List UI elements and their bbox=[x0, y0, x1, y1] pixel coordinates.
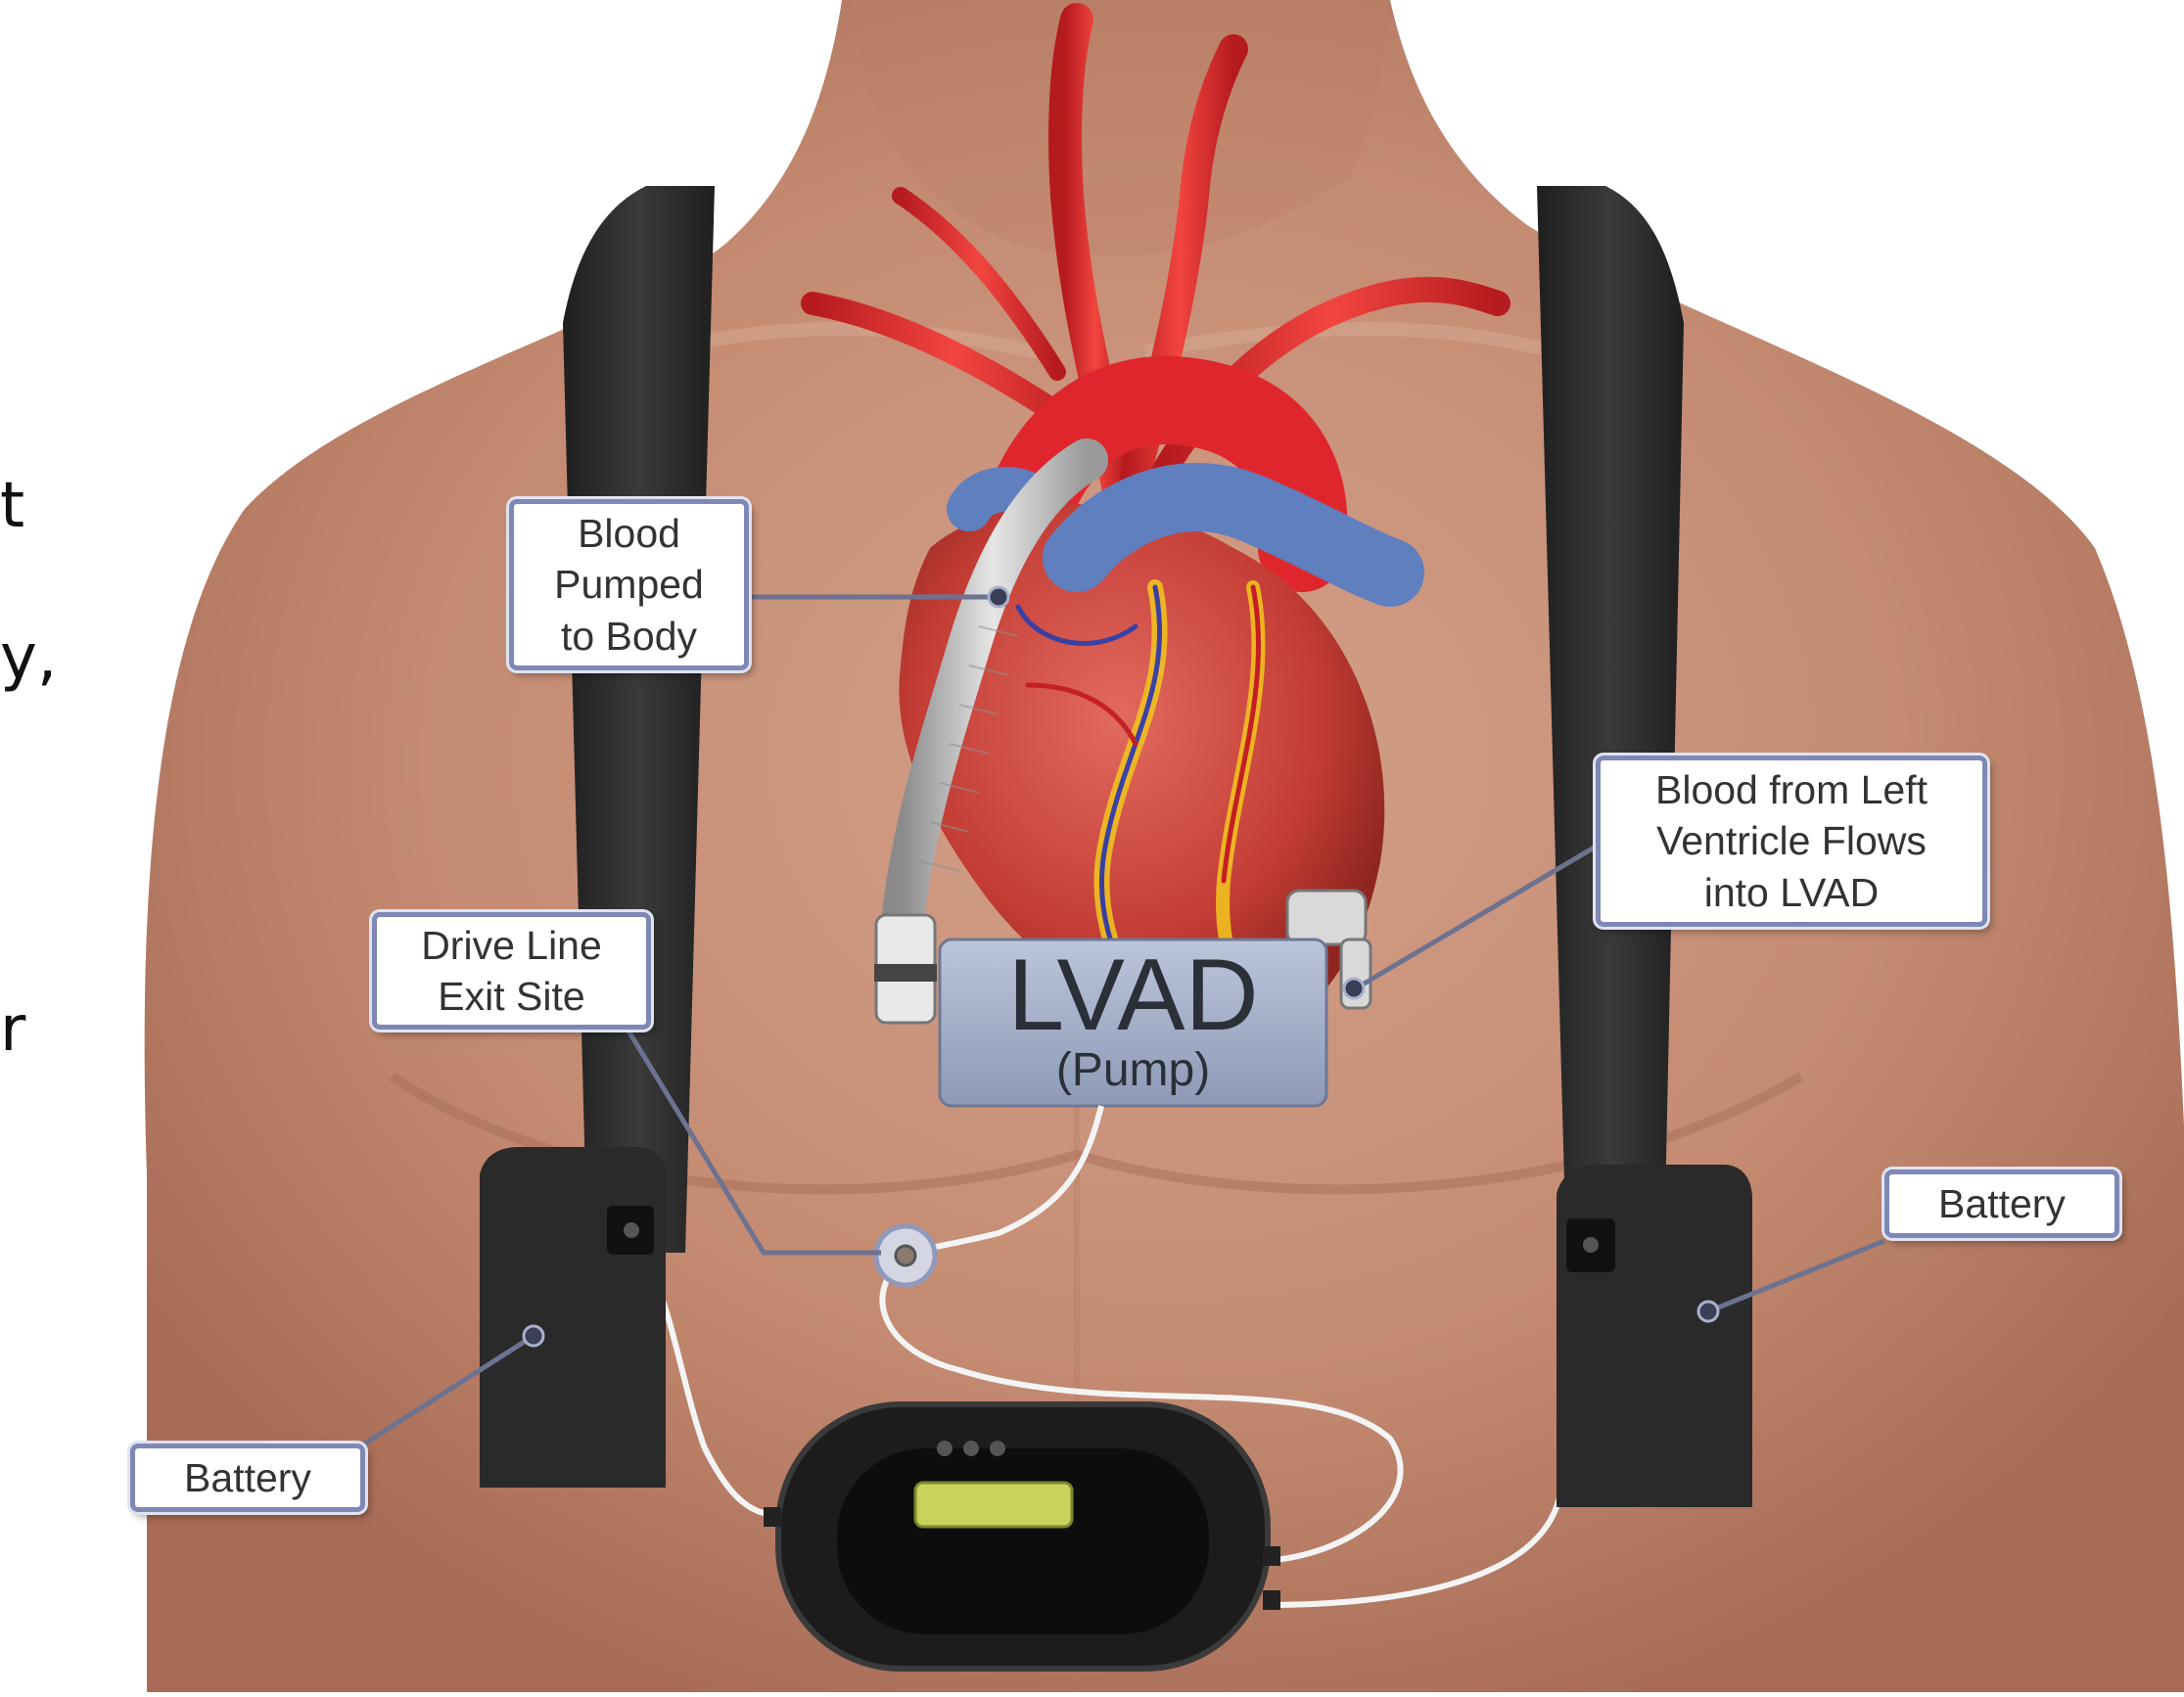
lvad-subtitle: (Pump) bbox=[940, 1047, 1326, 1094]
side-text-3: r bbox=[0, 998, 25, 1061]
callout-battery-left: Battery bbox=[130, 1444, 365, 1512]
battery-pack-icon bbox=[480, 1147, 666, 1488]
controller-icon bbox=[764, 1404, 1280, 1669]
callout-line: Battery bbox=[1938, 1178, 2066, 1229]
exit-site-icon bbox=[876, 1226, 935, 1285]
callout-line: into LVAD bbox=[1704, 867, 1880, 918]
callout-blood-pumped: Blood Pumped to Body bbox=[509, 499, 749, 670]
callout-line: Battery bbox=[184, 1452, 311, 1503]
lvad-title: LVAD bbox=[940, 944, 1326, 1046]
callout-line: Drive Line bbox=[421, 920, 602, 971]
callout-line: Blood bbox=[578, 508, 680, 559]
callout-line: to Body bbox=[561, 611, 697, 662]
side-text-1: t bbox=[0, 475, 24, 537]
callout-blood-from-left: Blood from Left Ventricle Flows into LVA… bbox=[1596, 756, 1987, 927]
battery-pack-icon bbox=[1557, 1165, 1752, 1507]
callout-line: Exit Site bbox=[438, 971, 584, 1022]
callout-battery-right: Battery bbox=[1884, 1170, 2119, 1238]
callout-line: Blood from Left bbox=[1655, 764, 1928, 815]
callout-drive-line: Drive Line Exit Site bbox=[372, 912, 651, 1030]
side-text-2: y, bbox=[0, 626, 57, 689]
callout-line: Ventricle Flows bbox=[1656, 815, 1927, 866]
callout-line: Pumped bbox=[554, 559, 704, 610]
